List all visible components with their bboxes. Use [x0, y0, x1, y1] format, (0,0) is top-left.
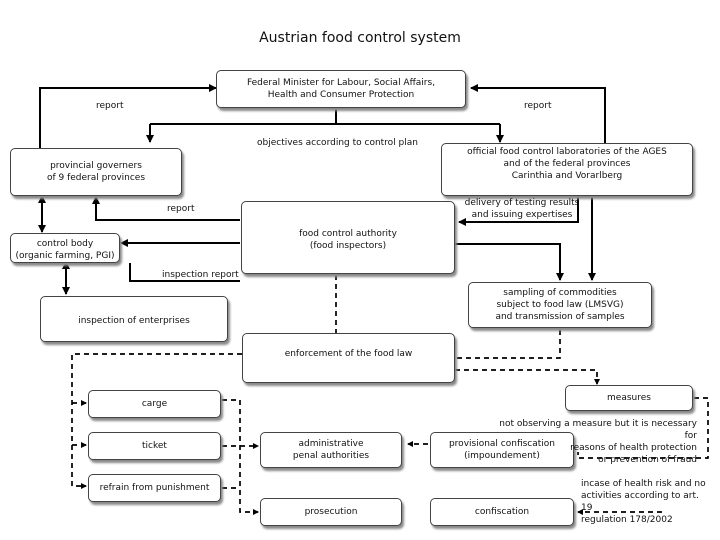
- enforcement-box: enforcement of the food law: [242, 333, 455, 383]
- inspection-of-enterprises-box: inspection of enterprises: [40, 296, 228, 342]
- control-body-box: control body (organic farming, PGI): [10, 233, 120, 263]
- report-right-arrow: [470, 84, 606, 143]
- measures-box: measures: [565, 385, 693, 411]
- report-left-arrow: [39, 84, 217, 150]
- inspection-report-arrow: [129, 263, 240, 282]
- report-right-label: report: [524, 100, 552, 112]
- laboratories-box: official food control laboratories of th…: [441, 143, 693, 196]
- health-risk-label: incase of health risk and no activities …: [581, 479, 706, 525]
- inspection-report-label: inspection report: [162, 270, 239, 280]
- authority-sampling-arrow: [455, 243, 564, 281]
- delivery-arrow: [458, 196, 579, 226]
- prosecution-box: prosecution: [260, 498, 402, 526]
- administrative-penal-authorities-box: administrative penal authorities: [260, 432, 402, 468]
- measures-right-path: [577, 397, 709, 459]
- not-observing-label: not observing a measure but it is necess…: [499, 419, 697, 465]
- enforcement-right-path: [455, 369, 600, 385]
- report-mid-arrow: [92, 196, 240, 221]
- confiscation-box: confiscation: [430, 498, 574, 526]
- report-left-label: report: [96, 100, 124, 112]
- refrain-from-punishment-box: refrain from punishment: [88, 474, 221, 502]
- enforcement-left-path: [71, 353, 242, 489]
- objectives-label: objectives according to control plan: [257, 138, 418, 148]
- delivery-label: delivery of testing results and issuing …: [464, 198, 580, 220]
- ticket-box: ticket: [88, 432, 221, 460]
- diagram-title: Austrian food control system: [259, 30, 461, 46]
- federal-minister-box: Federal Minister for Labour, Social Affa…: [216, 70, 466, 108]
- report-mid-label: report: [167, 203, 195, 215]
- provisional-confiscation-box: provisional confiscation (impoundement): [430, 432, 574, 468]
- carge-box: carge: [88, 390, 221, 418]
- sampling-box: sampling of commodities subject to food …: [468, 282, 652, 328]
- food-control-authority-box: food control authority (food inspectors): [241, 201, 455, 274]
- provincial-governors-box: provincial governers of 9 federal provin…: [10, 148, 182, 196]
